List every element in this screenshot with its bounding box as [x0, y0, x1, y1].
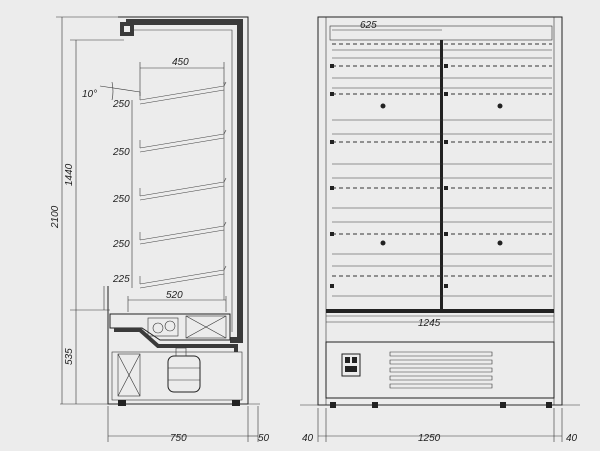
- dim-half-width: 625: [332, 20, 442, 31]
- shelf-spacing-4: 250: [112, 239, 130, 250]
- shelf-spacing-1: 250: [112, 99, 130, 110]
- shelf-spacing-2: 250: [112, 147, 130, 158]
- width-label: 1250: [418, 433, 441, 444]
- canopy-light-slot: [124, 26, 130, 32]
- side-view: 450 10° 250 250 250 250 225 520: [50, 16, 270, 444]
- right-side-label: 40: [566, 433, 578, 444]
- shelf-3: [139, 177, 227, 201]
- depth-label: 750: [170, 433, 187, 444]
- bottom-deck-label: 520: [166, 290, 183, 301]
- shelf-2: [139, 129, 227, 153]
- bumper-label: 50: [258, 433, 270, 444]
- front-shelf-3: [330, 133, 552, 165]
- shelf-spacing-3: 250: [112, 194, 130, 205]
- shelf-angle-label: 10°: [82, 89, 97, 100]
- dim-shelf-depth: 450: [139, 57, 225, 96]
- front-shelf-2: [330, 87, 552, 121]
- dim-upper-height: 1440: [64, 39, 124, 311]
- inner-width-label: 1245: [418, 318, 441, 329]
- dim-width: 1250 40 40: [302, 408, 578, 444]
- left-side-label: 40: [302, 433, 314, 444]
- shelf-5: [139, 265, 227, 289]
- evaporator-coil: [185, 315, 227, 339]
- compressor-valve: [175, 347, 187, 357]
- ventilation-grille: [389, 351, 493, 389]
- compressor: [167, 355, 201, 393]
- dim-depth: 750: [107, 406, 249, 444]
- upper-height-label: 1440: [64, 163, 75, 186]
- front-shelf-1: [330, 57, 552, 79]
- side-inner-wall: [130, 29, 233, 332]
- front-shelves: [330, 57, 552, 297]
- shelf-spacing-5: 225: [112, 274, 130, 285]
- machine-panel: [325, 341, 555, 399]
- dim-total-height: 2100: [50, 16, 120, 404]
- half-width-label: 625: [360, 20, 377, 31]
- dim-bottom-deck: 520: [127, 290, 227, 312]
- front-bumper: [326, 309, 554, 313]
- front-view: 625 1245: [300, 16, 580, 444]
- side-shelves: [139, 81, 227, 300]
- side-rear-wall: [126, 19, 243, 343]
- shelf-spacing-labels: 250 250 250 250 225: [112, 99, 133, 288]
- center-divider: [440, 40, 443, 310]
- dim-base-height: 535: [64, 310, 77, 404]
- base-height-label: 535: [64, 348, 75, 365]
- dim-shelf-angle: 10°: [82, 81, 141, 101]
- front-shelf-6: [330, 265, 552, 297]
- shelf-depth-label: 450: [172, 57, 189, 68]
- front-shelf-4: [330, 177, 552, 209]
- controller-display: [341, 353, 361, 377]
- front-shelf-5: [330, 221, 552, 255]
- evaporator-fan: [147, 317, 179, 337]
- dim-bumper: 50: [248, 406, 270, 444]
- side-base: [109, 313, 243, 406]
- shelf-4: [139, 221, 227, 245]
- shelf-1: [139, 81, 227, 105]
- condenser: [117, 353, 141, 397]
- total-height-label: 2100: [50, 205, 61, 229]
- dim-inner-width: 1245: [326, 318, 554, 329]
